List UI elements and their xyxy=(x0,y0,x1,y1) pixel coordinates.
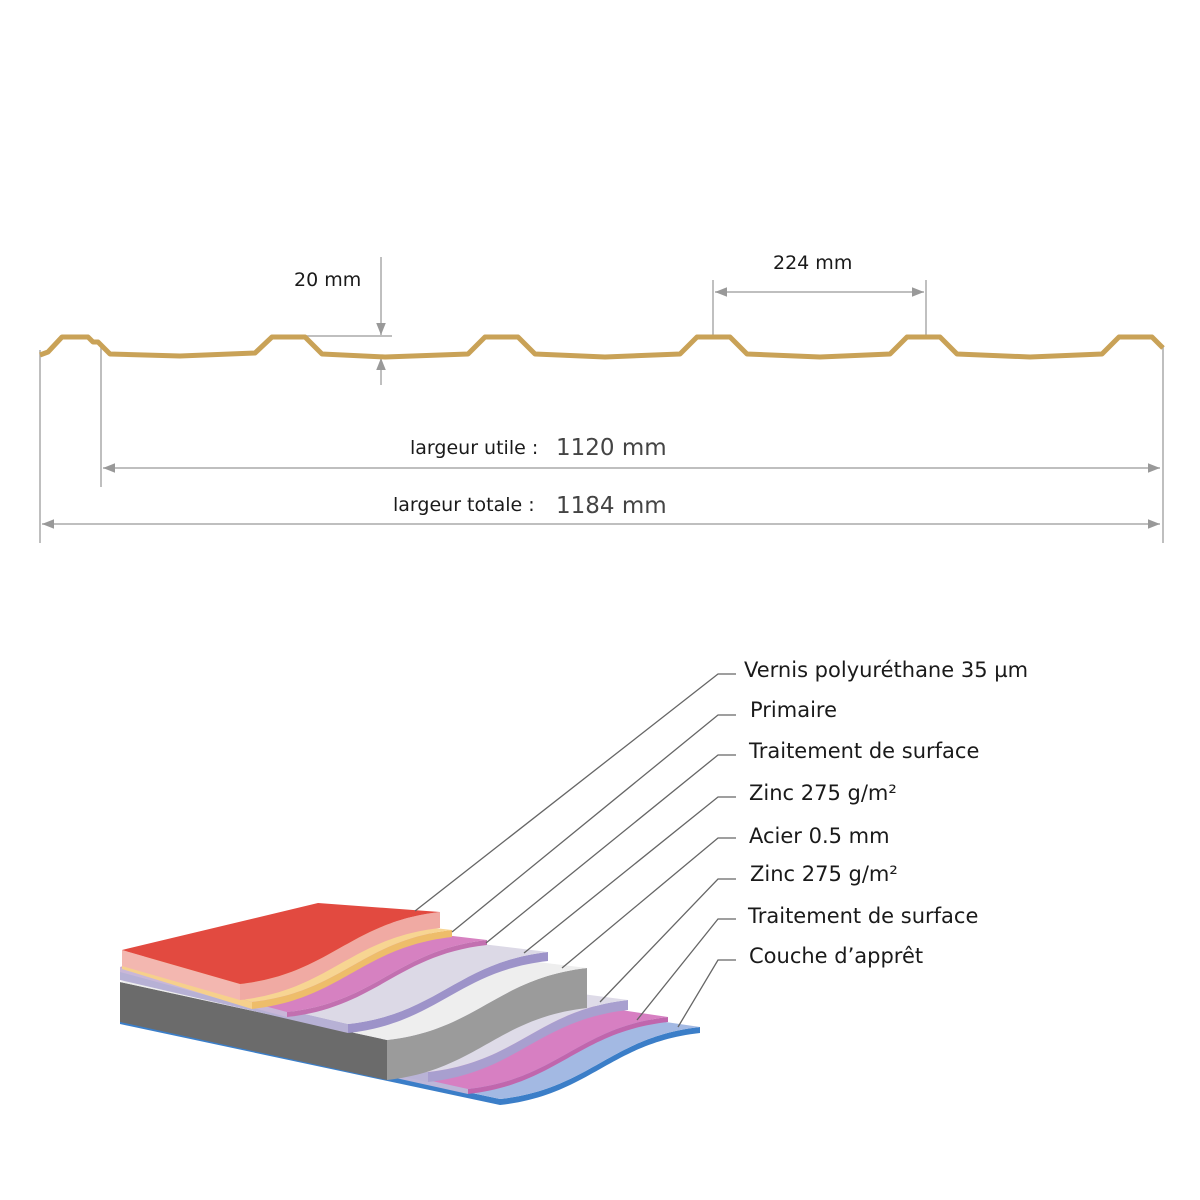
dimension-lines xyxy=(39,257,1164,543)
layer-primer-edge xyxy=(252,930,452,1009)
layer-surface-treatment-top-edge xyxy=(287,940,487,1017)
layer-steel-front xyxy=(120,982,387,1080)
layer-base-coat-edge xyxy=(500,1027,700,1105)
layer-surface-treatment-bottom-edge xyxy=(468,1017,668,1094)
layer-label-primer: Primaire xyxy=(750,698,838,722)
leader-line xyxy=(451,714,736,933)
trapezoidal-profile xyxy=(39,334,1165,360)
leader-line xyxy=(523,796,736,954)
layer-zinc-bottom-edge xyxy=(428,1000,628,1082)
leader-line xyxy=(414,673,736,912)
layer-label-surface-treatment-top: Traitement de surface xyxy=(749,739,980,763)
leader-line xyxy=(599,878,736,1003)
leader-lines xyxy=(414,673,736,1028)
leader-line xyxy=(636,918,736,1021)
leader-line xyxy=(561,837,736,969)
useful-width-value: 1120 mm xyxy=(556,435,667,461)
height-label: 20 mm xyxy=(294,269,362,291)
layer-varnish-top xyxy=(122,903,440,984)
layer-label-zinc-bottom: Zinc 275 g/m² xyxy=(750,862,898,886)
layer-steel-edge xyxy=(387,968,587,1080)
layer-label-surface-treatment-bottom: Traitement de surface xyxy=(748,904,979,928)
layer-label-steel: Acier 0.5 mm xyxy=(749,824,890,848)
leader-line xyxy=(485,754,736,944)
leader-line xyxy=(677,959,736,1028)
coating-layers xyxy=(120,903,700,1105)
layer-varnish-edge xyxy=(240,912,440,1000)
pitch-label: 224 mm xyxy=(773,252,853,274)
useful-width-label: largeur utile : xyxy=(410,437,539,459)
layer-label-varnish: Vernis polyuréthane 35 µm xyxy=(744,658,1029,682)
layer-zinc-top-edge xyxy=(348,952,548,1033)
layer-label-zinc-top: Zinc 275 g/m² xyxy=(749,781,897,805)
total-width-value: 1184 mm xyxy=(556,493,667,519)
layer-label-base-coat: Couche d’apprêt xyxy=(749,944,924,968)
layer-varnish-front xyxy=(122,950,240,1000)
total-width-label: largeur totale : xyxy=(393,494,535,516)
